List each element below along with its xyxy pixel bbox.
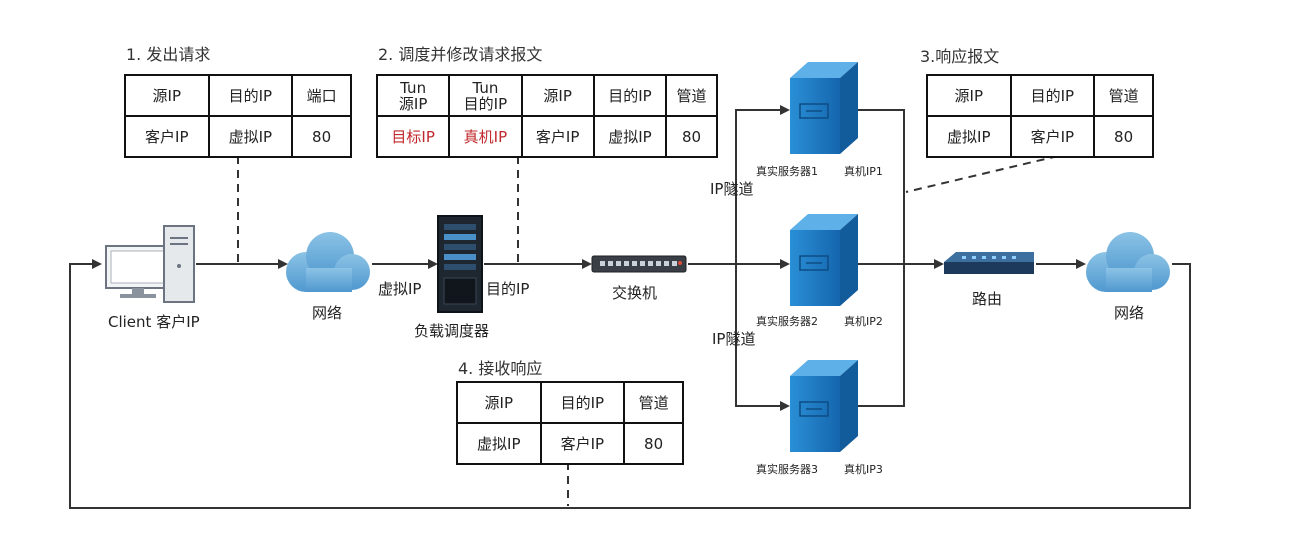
- table-cell: 虚拟IP: [207, 115, 294, 158]
- table-cell: 客户IP: [124, 115, 210, 158]
- return-path-line: [69, 259, 1191, 509]
- flow-lines: [69, 105, 1191, 509]
- table-cell: 虚拟IP: [926, 115, 1012, 158]
- balancer-label: 负载调度器: [414, 322, 490, 340]
- network-right-label: 网络: [1114, 304, 1145, 322]
- step1-title: 1. 发出请求: [126, 45, 211, 64]
- table-header-cell: 目的IP: [592, 74, 668, 117]
- computer-icon: [105, 225, 195, 303]
- table-header-cell: Tun 源IP: [375, 74, 451, 117]
- step4-title: 4. 接收响应: [458, 359, 543, 378]
- tunnel-top-label: IP隧道: [710, 180, 754, 198]
- table-cell: 虚拟IP: [456, 422, 542, 465]
- router-label: 路由: [972, 290, 1003, 308]
- table-cell: 80: [623, 422, 684, 465]
- table-cell: 客户IP: [539, 422, 626, 465]
- server-tower-icon: [790, 214, 858, 306]
- step3-packet-table: 源IP 目的IP 管道 虚拟IP 客户IP 80: [926, 74, 1154, 158]
- table-cell: 目标IP: [375, 115, 451, 158]
- dashed-connectors: [237, 155, 1059, 506]
- table-header-cell: 目的IP: [207, 74, 294, 117]
- step4-packet-table: 源IP 目的IP 管道 虚拟IP 客户IP 80: [456, 381, 684, 465]
- table-header-cell: 目的IP: [539, 381, 626, 424]
- router-icon: [944, 252, 1034, 274]
- table-cell: 80: [1093, 115, 1154, 158]
- step2-packet-table: Tun 源IP Tun 目的IP 源IP 目的IP 管道 目标IP 真机IP 客…: [375, 74, 718, 158]
- network-switch-icon: [591, 255, 687, 273]
- switch-label: 交换机: [612, 284, 658, 302]
- table-header-cell: 管道: [1093, 74, 1154, 117]
- table-header-cell: 源IP: [124, 74, 210, 117]
- table-header-cell: 源IP: [456, 381, 542, 424]
- server3-return-line: [858, 264, 905, 407]
- server2-ip-label: 真机IP2: [844, 315, 883, 328]
- table-header-cell: 端口: [291, 74, 352, 117]
- server-tower-icon: [790, 360, 858, 452]
- table-header-cell: 管道: [665, 74, 718, 117]
- step1-packet-table: 源IP 目的IP 端口 客户IP 虚拟IP 80: [124, 74, 352, 158]
- server3-ip-label: 真机IP3: [844, 463, 883, 476]
- server-rack-icon: [437, 215, 483, 313]
- tunnel-branch-line: [735, 105, 790, 264]
- server1-return-line: [858, 109, 905, 264]
- balancer-out-label: 目的IP: [486, 280, 530, 298]
- cloud-icon: [286, 232, 370, 292]
- network-left-label: 网络: [312, 304, 343, 322]
- table-cell: 真机IP: [448, 115, 523, 158]
- table-header-cell: 管道: [623, 381, 684, 424]
- server-tower-icon: [790, 62, 858, 154]
- table-cell: 虚拟IP: [592, 115, 668, 158]
- server3-name-label: 真实服务器3: [756, 463, 818, 476]
- table-header-cell: Tun 目的IP: [448, 74, 523, 117]
- cloud-icon: [1086, 232, 1170, 292]
- tunnel-bottom-label: IP隧道: [712, 330, 756, 348]
- table-cell: 客户IP: [1009, 115, 1096, 158]
- server1-ip-label: 真机IP1: [844, 165, 883, 178]
- server2-name-label: 真实服务器2: [756, 315, 818, 328]
- step2-title: 2. 调度并修改请求报文: [378, 45, 543, 64]
- table-cell: 客户IP: [520, 115, 595, 158]
- table-header-cell: 源IP: [520, 74, 595, 117]
- table-header-cell: 源IP: [926, 74, 1012, 117]
- server1-name-label: 真实服务器1: [756, 165, 818, 178]
- tunnel-branch-line-3: [735, 264, 790, 411]
- table-cell: 80: [665, 115, 718, 158]
- balancer-in-label: 虚拟IP: [378, 280, 422, 298]
- table-header-cell: 目的IP: [1009, 74, 1096, 117]
- step3-title: 3.响应报文: [920, 47, 1000, 66]
- client-label: Client 客户IP: [108, 313, 200, 331]
- table-cell: 80: [291, 115, 352, 158]
